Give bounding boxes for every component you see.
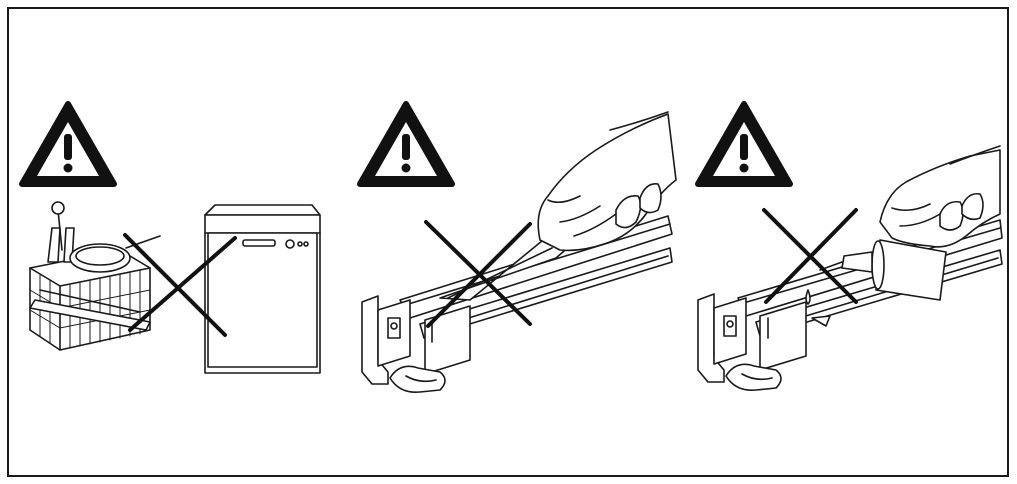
warning-triangle-icon (360, 104, 452, 184)
panel-2 (360, 104, 677, 394)
dishwasher-basket-icon (29, 201, 161, 351)
warning-triangle-icon (22, 104, 114, 184)
dishwasher-icon (204, 204, 321, 374)
telescopic-rail-icon (361, 215, 673, 394)
panel-3 (697, 104, 1003, 392)
illustration-frame (7, 7, 1009, 477)
lubricant-bottle-icon (819, 239, 947, 301)
prohibited-cross-icon (424, 220, 532, 328)
telescopic-rail-icon (697, 219, 1003, 392)
warning-triangle-icon (698, 104, 790, 184)
hand-icon (879, 145, 1001, 248)
panel-1 (22, 104, 321, 374)
prohibited-cross-icon (762, 208, 858, 304)
prohibited-cross-icon (123, 233, 237, 337)
